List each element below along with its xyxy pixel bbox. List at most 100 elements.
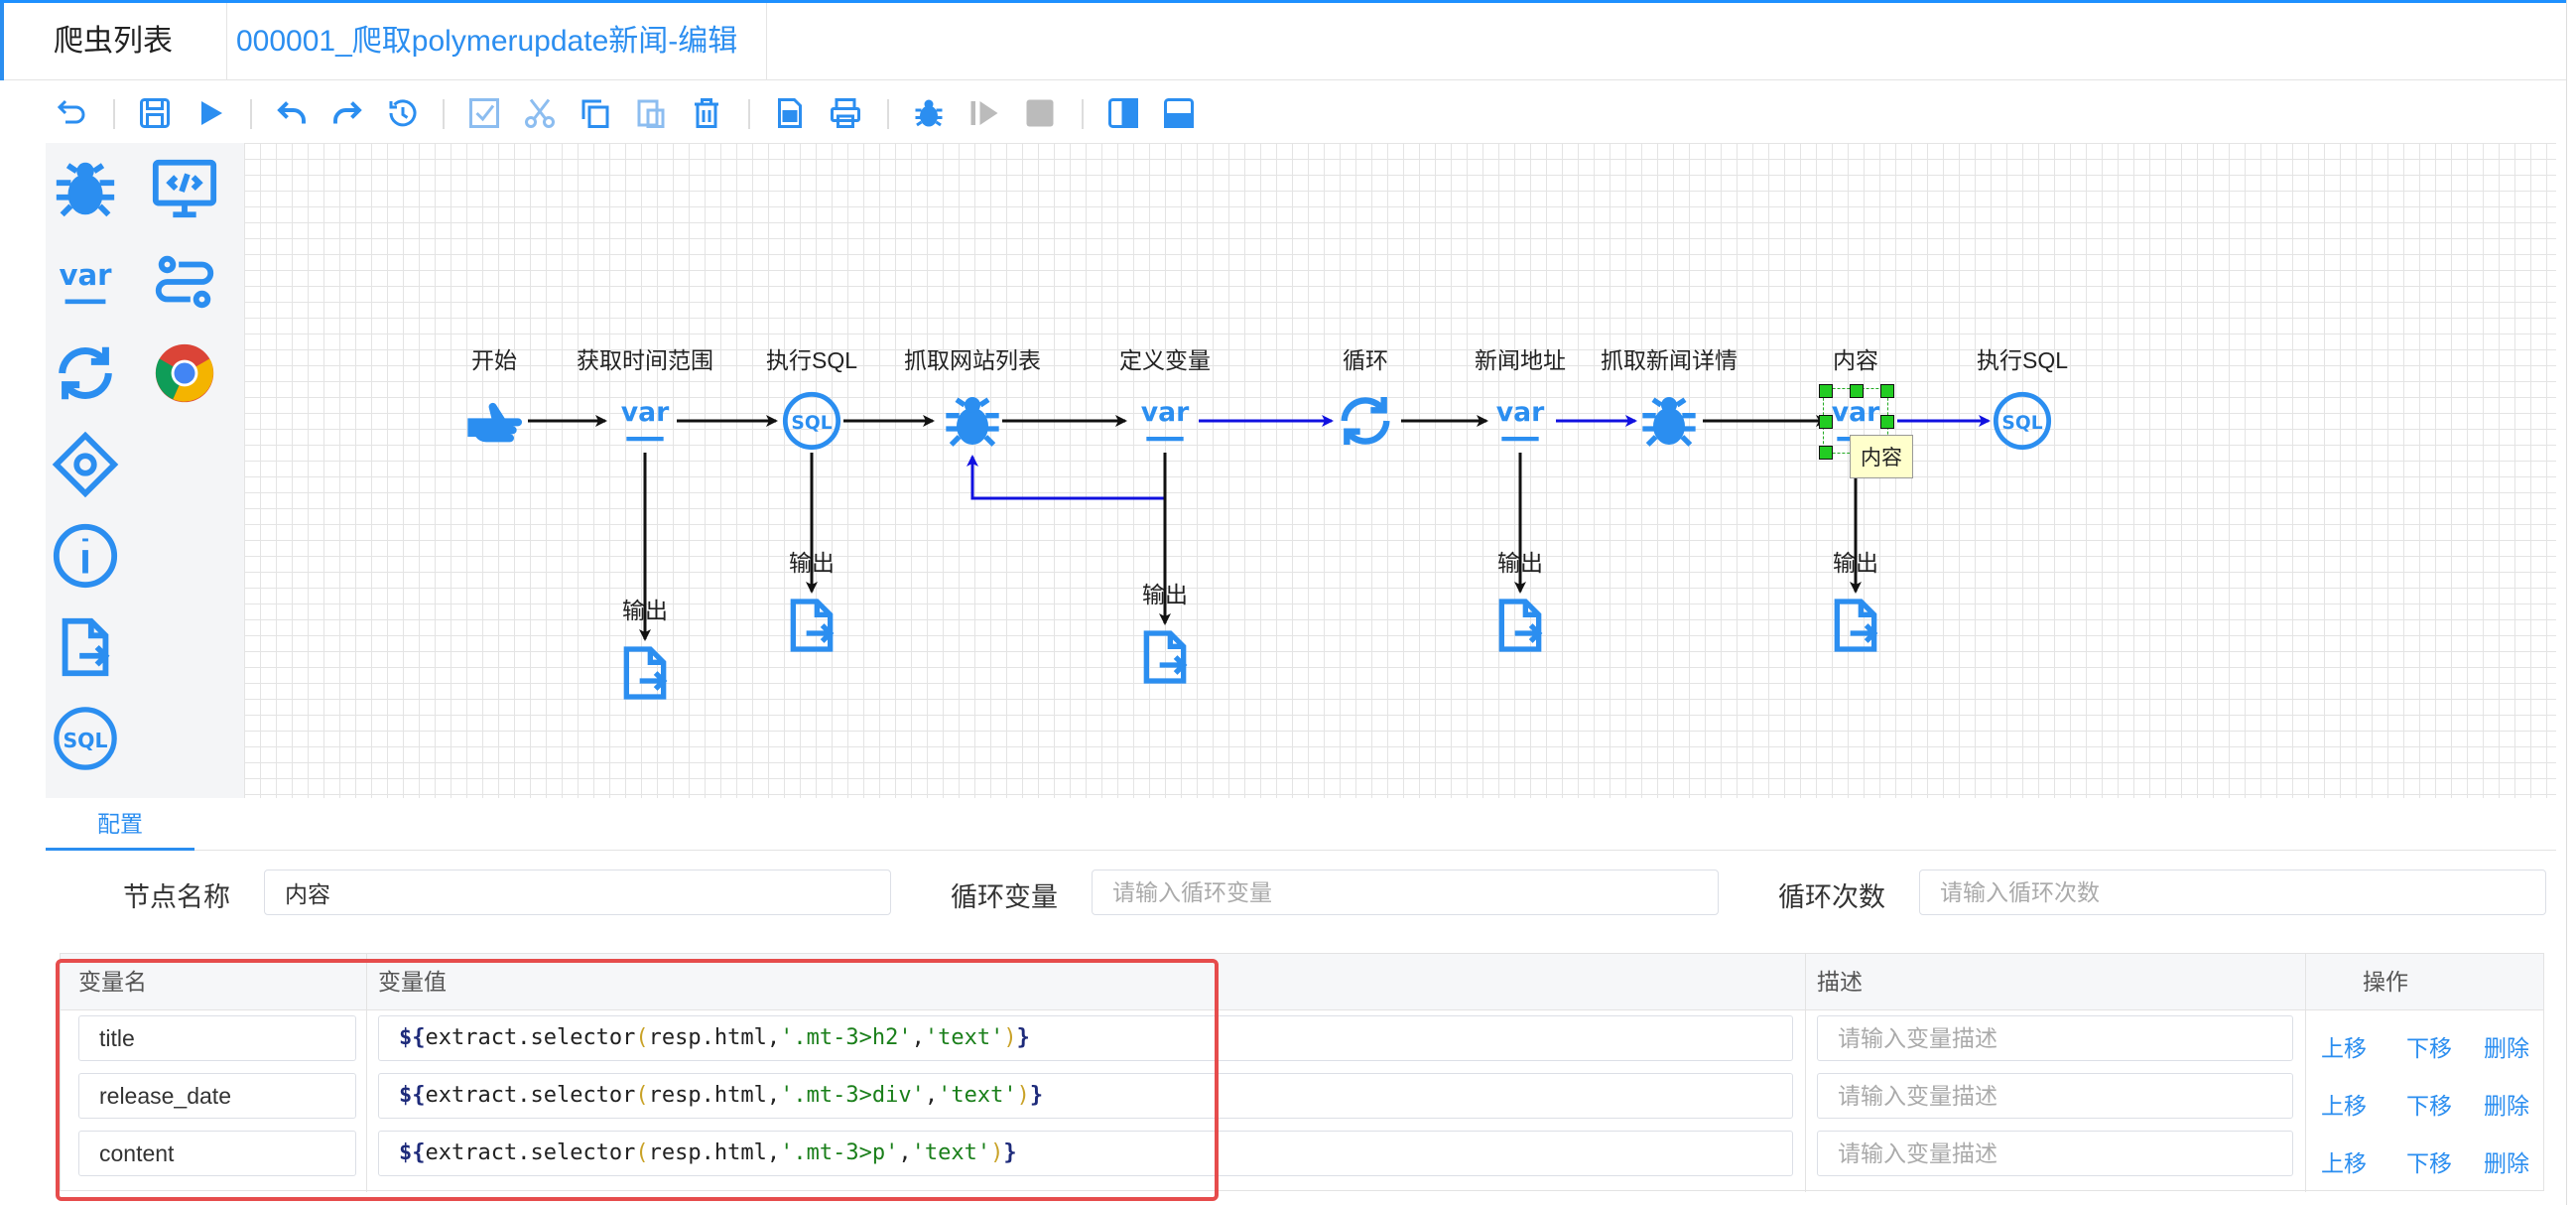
output-icon — [790, 599, 835, 652]
spider-node[interactable] — [1637, 389, 1701, 453]
var-desc-input[interactable] — [1817, 1073, 2293, 1119]
delete-link[interactable]: 删除 — [2484, 1150, 2529, 1176]
output-label: 输出 — [1497, 550, 1543, 576]
delete-link[interactable]: 删除 — [2484, 1035, 2529, 1061]
export-image-icon[interactable] — [770, 93, 810, 133]
loop-count-label: 循环次数 — [1778, 882, 1885, 912]
paste-icon[interactable] — [631, 93, 671, 133]
var-name-input[interactable] — [78, 1131, 356, 1176]
loop-var-input[interactable] — [1092, 870, 1719, 915]
move-up-link[interactable]: 上移 — [2321, 1093, 2367, 1119]
history-icon[interactable] — [383, 93, 423, 133]
output-icon — [1498, 599, 1543, 652]
sql-node[interactable]: SQL — [780, 389, 843, 453]
var-value-input[interactable]: ${extract.selector(resp.html,'.mt-3>p','… — [378, 1131, 1793, 1176]
process-flow-icon[interactable] — [145, 242, 224, 322]
tab-config[interactable]: 配置 — [46, 800, 194, 851]
toolbar-divider — [748, 99, 750, 129]
move-down-link[interactable]: 下移 — [2406, 1150, 2452, 1176]
resize-handle[interactable] — [1819, 384, 1833, 398]
loop-count-input[interactable] — [1919, 870, 2546, 915]
output-label: 输出 — [622, 598, 668, 623]
right-panel-edge — [2566, 0, 2576, 1205]
flow-canvas[interactable]: 开始 获取时间范围 执行SQL 抓取网站列表 定义变量 循环 新闻地址 抓取新闻… — [244, 143, 2556, 798]
output-icon — [1143, 630, 1188, 684]
loop-var-label: 循环变量 — [951, 882, 1058, 912]
condition-icon[interactable] — [46, 425, 125, 504]
move-down-link[interactable]: 下移 — [2406, 1035, 2452, 1061]
save-icon[interactable] — [135, 93, 175, 133]
toolbar-divider — [250, 99, 252, 129]
select-all-icon[interactable] — [464, 93, 504, 133]
variable-node[interactable]: var — [613, 389, 677, 453]
step-run-icon[interactable] — [965, 93, 1004, 133]
sql-icon[interactable]: SQL — [46, 699, 125, 778]
toggle-bottom-panel-icon[interactable] — [1159, 93, 1199, 133]
edge-loop-back[interactable] — [966, 453, 1167, 500]
output-icon[interactable] — [46, 607, 125, 687]
code-monitor-icon[interactable] — [145, 149, 224, 228]
tab-bar: 爬虫列表 000001_爬取polymerupdate新闻-编辑 — [0, 0, 2576, 80]
loop-icon[interactable] — [46, 334, 125, 413]
back-icon[interactable] — [52, 93, 91, 133]
variable-icon: var — [621, 397, 670, 442]
resize-handle[interactable] — [1819, 415, 1833, 429]
output-node[interactable] — [1488, 594, 1552, 657]
redo-icon[interactable] — [327, 93, 367, 133]
sql-icon: SQL — [782, 391, 841, 451]
var-name-input[interactable] — [78, 1073, 356, 1119]
output-node[interactable] — [1824, 594, 1887, 657]
print-icon[interactable] — [826, 93, 865, 133]
cut-icon[interactable] — [520, 93, 560, 133]
node-label: 抓取新闻详情 — [1601, 347, 1738, 373]
move-up-link[interactable]: 上移 — [2321, 1150, 2367, 1176]
resize-handle[interactable] — [1880, 384, 1894, 398]
var-name-input[interactable] — [78, 1015, 356, 1061]
debug-icon[interactable] — [909, 93, 949, 133]
spider-node[interactable] — [941, 389, 1004, 453]
node-label: 获取时间范围 — [577, 347, 713, 373]
undo-icon[interactable] — [272, 93, 312, 133]
toolbar-divider — [443, 99, 445, 129]
toggle-right-panel-icon[interactable] — [1103, 93, 1143, 133]
chrome-browser-icon[interactable] — [145, 334, 224, 413]
stop-icon[interactable] — [1020, 93, 1060, 133]
variable-node[interactable]: var — [1133, 389, 1197, 453]
output-node[interactable] — [1133, 625, 1197, 689]
tab-spider-list[interactable]: 爬虫列表 — [54, 25, 173, 58]
loop-icon — [1341, 397, 1390, 445]
node-label: 内容 — [1833, 347, 1878, 373]
loop-node[interactable] — [1334, 389, 1397, 453]
spider-icon[interactable] — [46, 149, 125, 228]
resize-handle[interactable] — [1880, 415, 1894, 429]
variable-icon[interactable]: var — [46, 242, 125, 322]
sql-node[interactable]: SQL — [1991, 389, 2054, 453]
output-node[interactable] — [780, 594, 843, 657]
variable-node[interactable]: var — [1488, 389, 1552, 453]
copy-icon[interactable] — [576, 93, 615, 133]
col-header-name: 变量名 — [78, 969, 147, 995]
node-name-input[interactable] — [264, 870, 891, 915]
info-icon[interactable] — [46, 516, 125, 596]
delete-icon[interactable] — [687, 93, 726, 133]
move-down-link[interactable]: 下移 — [2406, 1093, 2452, 1119]
resize-handle[interactable] — [1819, 446, 1833, 460]
spider-icon — [1642, 397, 1696, 447]
node-label: 定义变量 — [1119, 347, 1211, 373]
var-desc-input[interactable] — [1817, 1131, 2293, 1176]
move-up-link[interactable]: 上移 — [2321, 1035, 2367, 1061]
var-value-input[interactable]: ${extract.selector(resp.html,'.mt-3>h2',… — [378, 1015, 1793, 1061]
tab-spider-edit[interactable]: 000001_爬取polymerupdate新闻-编辑 — [236, 25, 738, 58]
var-value-input[interactable]: ${extract.selector(resp.html,'.mt-3>div'… — [378, 1073, 1793, 1119]
delete-link[interactable]: 删除 — [2484, 1093, 2529, 1119]
spider-icon — [946, 397, 999, 447]
resize-handle[interactable] — [1850, 384, 1864, 398]
start-node[interactable] — [462, 389, 526, 453]
col-divider — [366, 954, 367, 1192]
svg-text:var: var — [1832, 397, 1880, 428]
output-label: 输出 — [789, 550, 835, 576]
run-icon[interactable] — [191, 93, 230, 133]
tab-divider — [766, 3, 767, 80]
var-desc-input[interactable] — [1817, 1015, 2293, 1061]
output-node[interactable] — [613, 641, 677, 705]
